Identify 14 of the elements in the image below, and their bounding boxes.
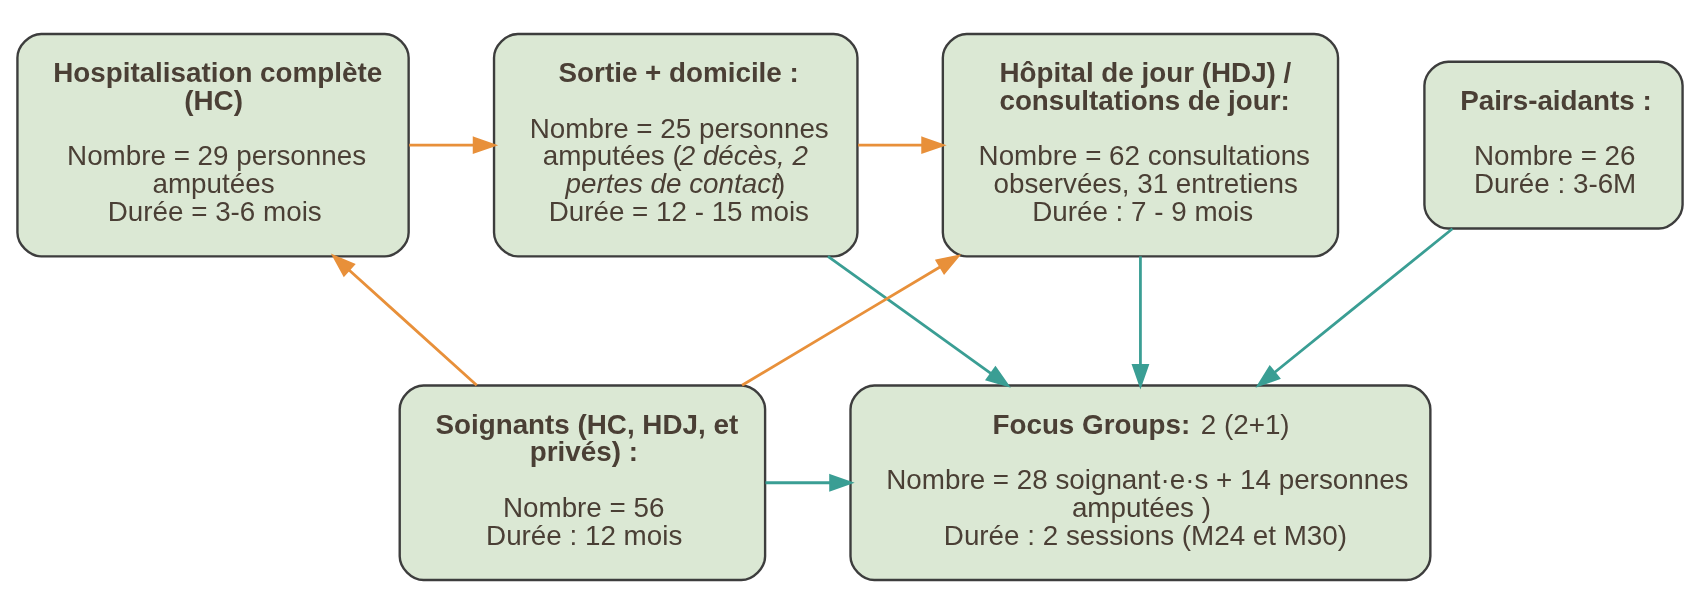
node-box: Pairs-aidants : Nombre = 26 Durée : 3-6M	[1423, 60, 1684, 230]
node-box: Hôpital de jour (HDJ) / consultations de jour: Nombre = 62 consultations observées, 31 entretiens Durée : 7 - 9 mois	[941, 32, 1340, 258]
node-box: Soignants (HC, HDJ, et privés) : Nombre = 56 Durée : 12 mois	[398, 383, 767, 581]
arrow	[330, 253, 478, 386]
arrow	[827, 254, 1011, 388]
arrow	[858, 135, 947, 154]
arrow	[1131, 255, 1150, 389]
node-box: Hospitalisation complète (HC) Nombre = 29 personnes amputées Durée = 3-6 mois	[16, 32, 410, 258]
arrow	[741, 253, 962, 386]
node-box: Focus Groups: 2 (2+1) Nombre = 28 soignant·e·s + 14 personnes amputées ) Durée : 2 sessions (M24 et M30)	[849, 383, 1432, 581]
arrow	[409, 135, 499, 154]
node-box: Sortie + domicile : Nombre = 25 personnes amputées (2 décès, 2 pertes de contact) Durée = 12 - 15 mois	[492, 32, 859, 258]
arrow	[765, 473, 855, 492]
arrow	[1255, 227, 1454, 388]
